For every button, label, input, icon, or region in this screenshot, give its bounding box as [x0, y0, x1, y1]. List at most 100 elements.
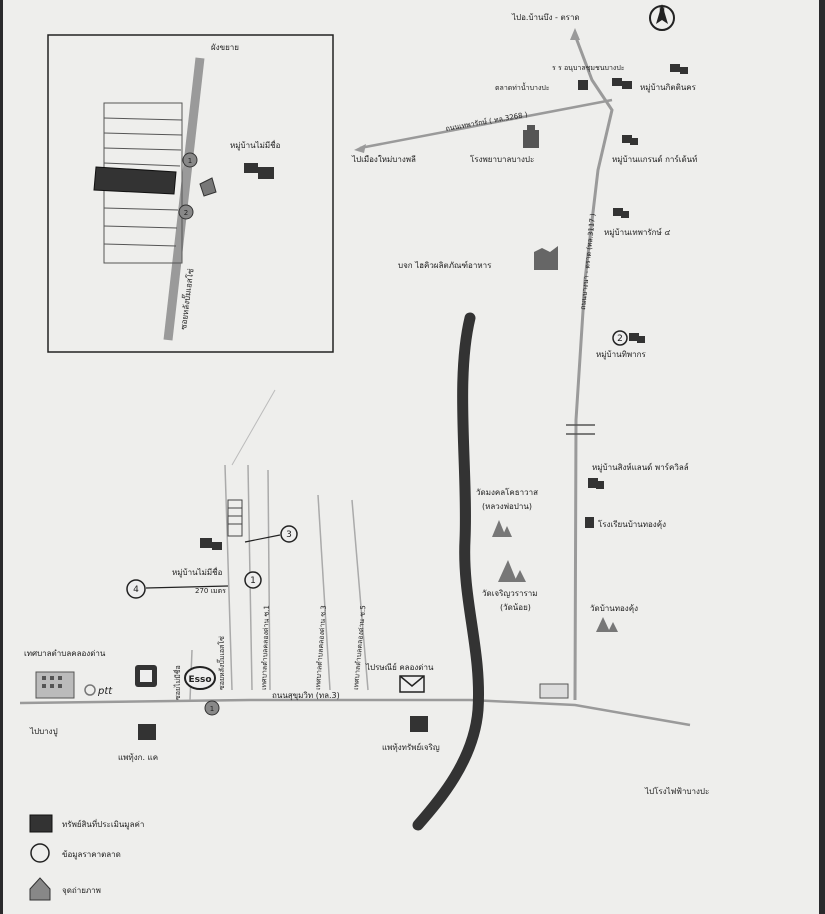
temple-kong-icon: [596, 617, 618, 632]
label-factory: บจก ไฮคิวผลิตภัณฑ์อาหาร: [398, 260, 492, 270]
label-soi-esso: ซอยหลังบั๊มเอสโซ่: [216, 636, 226, 690]
school-kong-icon: [585, 517, 594, 528]
village-top-icon: [670, 64, 688, 74]
label-road-soi-1: เทศบาลตำบลคลองด่าน ซ.1: [260, 605, 271, 690]
road-crossing: [566, 424, 595, 435]
legend-label-property: ทรัพย์สินที่ประเมินมูลค่า: [62, 818, 144, 830]
legend: ทรัพย์สินที่ประเมินมูลค่า ข้อมูลราคาตลาด…: [29, 814, 144, 901]
label-village-kittinakorn: หมู่บ้านกิตตินคร: [640, 83, 697, 93]
express-sign-icon: [539, 683, 569, 699]
label-municipality: เทศบาลตำบลคลองด่าน: [24, 649, 106, 658]
label-to-ban-bueng: ไปอ.บ้านบึง - ตราด: [511, 13, 580, 22]
legend-camera-icon: [29, 877, 51, 901]
label-temple-mongkhon: วัดมงคลโคธาวาส: [476, 487, 538, 497]
svg-text:2: 2: [617, 334, 623, 344]
legend-market-circle-icon: [30, 843, 50, 863]
svg-text:4: 4: [133, 585, 139, 595]
legend-item-market: ข้อมูลราคาตลาด: [30, 843, 121, 863]
north-arrow-icon: N: [649, 4, 675, 31]
road-arrow-north-icon: [570, 28, 580, 40]
svg-text:3: 3: [286, 530, 292, 540]
label-village-unnamed: หมู่บ้านไม่มีชื่อ: [172, 566, 223, 578]
inset-map: ผังขยาย ซอยหลังบั๊มเอสโซ่ 1 2: [47, 34, 334, 353]
label-post-office: ไปรษณีย์ คลองด่าน: [365, 662, 434, 672]
road-sukhumvit: [19, 698, 691, 727]
village-kittinakorn-icon: [612, 78, 632, 89]
post-office-icon: [399, 675, 425, 693]
label-market: ตลาดท่าน้ำบางปะ: [495, 81, 550, 92]
soi-3-road: [317, 494, 331, 691]
camera-point-icon: 1: [204, 700, 220, 716]
label-soi-nameless: ซอยไม่มีชื่อ: [173, 665, 182, 700]
gas-station-icon: [135, 665, 157, 687]
clinic-s-icon: [410, 716, 428, 732]
road-bangna-trad: [573, 34, 614, 701]
soi-5-road: [351, 499, 369, 691]
inset-road: [163, 57, 205, 341]
soi-diag-road: [231, 389, 276, 466]
label-school-kong: โรงเรียนบ้านทองคุ้ง: [598, 519, 666, 529]
photo-point-2: 2: [612, 330, 628, 346]
svg-text:1: 1: [210, 705, 214, 713]
legend-property-swatch-icon: [29, 814, 53, 833]
subject-property-main: [227, 499, 243, 537]
village-thiphakorn-icon: [629, 333, 645, 343]
inset-village-icon: [244, 163, 274, 179]
temple-mongkhon-icon: [492, 520, 512, 537]
expressway: [412, 312, 485, 831]
temple-charoen-icon: [498, 560, 526, 582]
inset-subject-property: [93, 166, 177, 195]
label-clinic-s: แพทุ้งทรัพย์เจริญ: [382, 742, 440, 752]
label-to-power: ไปโรงไฟฟ้าบางปะ: [644, 786, 709, 796]
photo-point-1: 1: [244, 571, 262, 589]
esso-logo-icon: Esso: [184, 666, 216, 690]
soi-1-road: [267, 469, 271, 691]
label-clinic-k: แพทุ้งก. แค: [118, 753, 158, 762]
hospital-icon: [523, 125, 539, 148]
label-temple-charoen: วัดเจริญวราราม: [482, 589, 538, 598]
svg-text:Esso: Esso: [188, 675, 211, 685]
inset-photo-point-2: 2: [178, 204, 194, 220]
legend-label-market: ข้อมูลราคาตลาด: [62, 850, 121, 860]
legend-item-photo: จุดถ่ายภาพ: [29, 877, 101, 901]
label-temple-kong: วัดบ้านทองคุ้ง: [590, 604, 638, 613]
legend-label-photo: จุดถ่ายภาพ: [62, 886, 101, 895]
paper: [3, 0, 819, 914]
village-singland-icon: [588, 478, 604, 489]
label-village-thiphakorn: หมู่บ้านทิพากร: [596, 350, 646, 360]
soi-esso-road: [224, 464, 233, 691]
road-arrow-west-icon: [354, 144, 366, 153]
label-to-bangpu: ไปบางปู: [29, 727, 58, 737]
north-label: N: [659, 5, 665, 14]
label-village-thepparak: หมู่บ้านเทพารักษ์ ๔: [604, 227, 670, 238]
market-icon: [578, 80, 588, 90]
label-hospital: โรงพยาบาลบางปะ: [470, 154, 534, 164]
label-to-city: ไปเมืองใหม่บางพลี: [351, 155, 416, 164]
label-school-top: ร ร อนุบาลชุมชนบางปะ: [552, 64, 625, 72]
inset-village-label: หมู่บ้านไม่มีชื่อ: [230, 139, 281, 151]
svg-text:2: 2: [184, 209, 188, 217]
ptt-logo-icon: ptt: [84, 684, 113, 697]
road-thepparak: [359, 98, 613, 150]
label-road-sukhumvit: ถนนสุขุมวิท (ทล.3): [272, 691, 340, 700]
label-temple-charoen-sub: (วัดน้อย): [500, 603, 531, 612]
inset-camera-icon: [199, 177, 217, 197]
inset-title: ผังขยาย: [211, 43, 239, 52]
label-distance: 270 เมตร: [195, 587, 226, 595]
village-unnamed-icon: [200, 538, 222, 550]
label-temple-mongkhon-sub: (หลวงพ่อปาน): [482, 502, 532, 511]
village-garden-icon: [622, 135, 638, 145]
svg-text:ptt: ptt: [97, 686, 113, 697]
inset-photo-point-1: 1: [182, 152, 198, 168]
svg-text:1: 1: [188, 157, 192, 165]
photo-point-4: 4: [126, 579, 229, 599]
village-thepparak-icon: [613, 208, 629, 218]
municipality-building-icon: [35, 671, 75, 699]
svg-text:1: 1: [250, 576, 256, 586]
clinic-k-icon: [138, 724, 156, 740]
legend-item-property: ทรัพย์สินที่ประเมินมูลค่า: [29, 814, 144, 833]
photo-point-3: 3: [244, 525, 298, 543]
label-village-garden: หมู่บ้านแกรนด์ การ์เด้นท์: [612, 154, 697, 165]
label-village-singland: หมู่บ้านสิงห์แลนด์ พาร์ควิลล์: [592, 462, 689, 473]
